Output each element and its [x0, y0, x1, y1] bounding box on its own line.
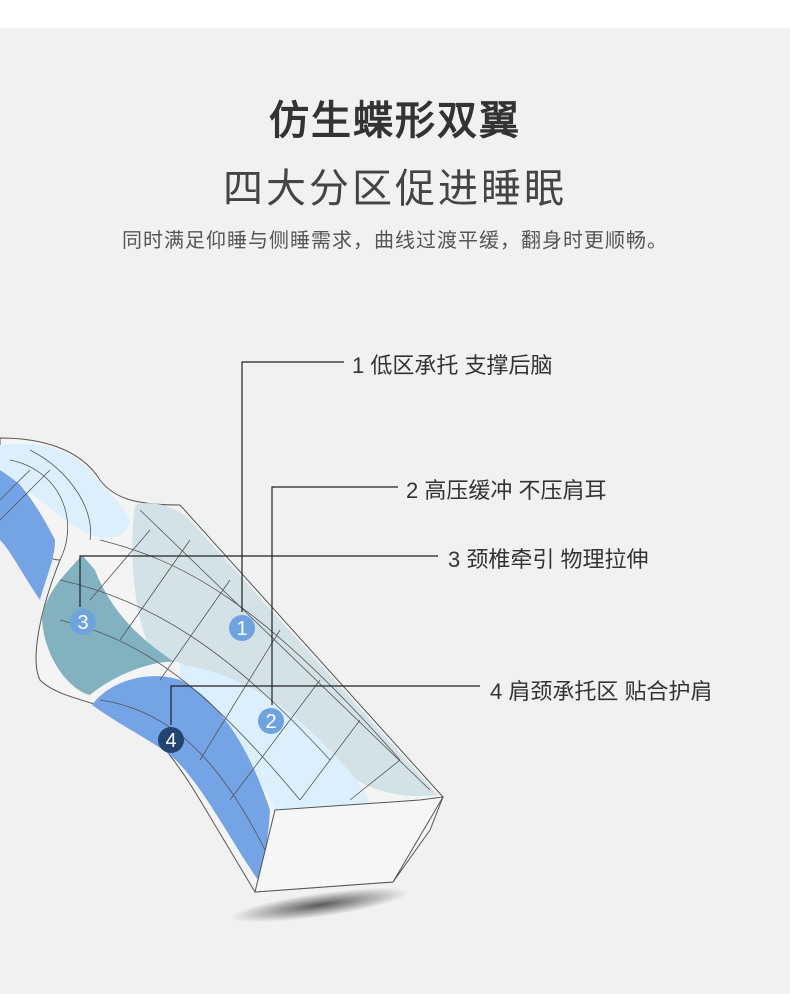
top-band: [0, 0, 790, 28]
marker-4: [158, 727, 184, 753]
page-subtitle: 四大分区促进睡眠: [223, 167, 567, 211]
zone-1-label: 1 低区承托 支撑后脑: [352, 353, 553, 378]
zone-4-area: [92, 676, 270, 880]
marker-4-number: 4: [165, 730, 176, 752]
zone-4-back-wing: [0, 465, 55, 600]
marker-2-number: 2: [265, 711, 276, 733]
page-title: 仿生蝶形双翼: [269, 99, 521, 143]
zone-3-label: 3 颈椎牵引 物理拉伸: [448, 547, 649, 572]
pillow-shadow: [230, 887, 410, 923]
zone-upper-wing: [0, 443, 130, 538]
marker-3-number: 3: [77, 612, 88, 634]
zone-2-area: [180, 665, 370, 810]
page-description: 同时满足仰睡与侧睡需求，曲线过渡平缓，翻身时更顺畅。: [122, 230, 668, 252]
marker-3: [70, 609, 96, 635]
marker-1: [229, 615, 255, 641]
zone-4-label: 4 肩颈承托区 贴合护肩: [490, 679, 713, 704]
zone-markers: 1 2 3 4: [70, 609, 284, 753]
zone-3-area: [42, 555, 175, 695]
marker-1-number: 1: [236, 618, 247, 640]
pillow-front-face: [254, 796, 444, 893]
leader-lines: [79, 361, 480, 725]
marker-2: [258, 708, 284, 734]
zone-2-label: 2 高压缓冲 不压肩耳: [406, 478, 607, 503]
